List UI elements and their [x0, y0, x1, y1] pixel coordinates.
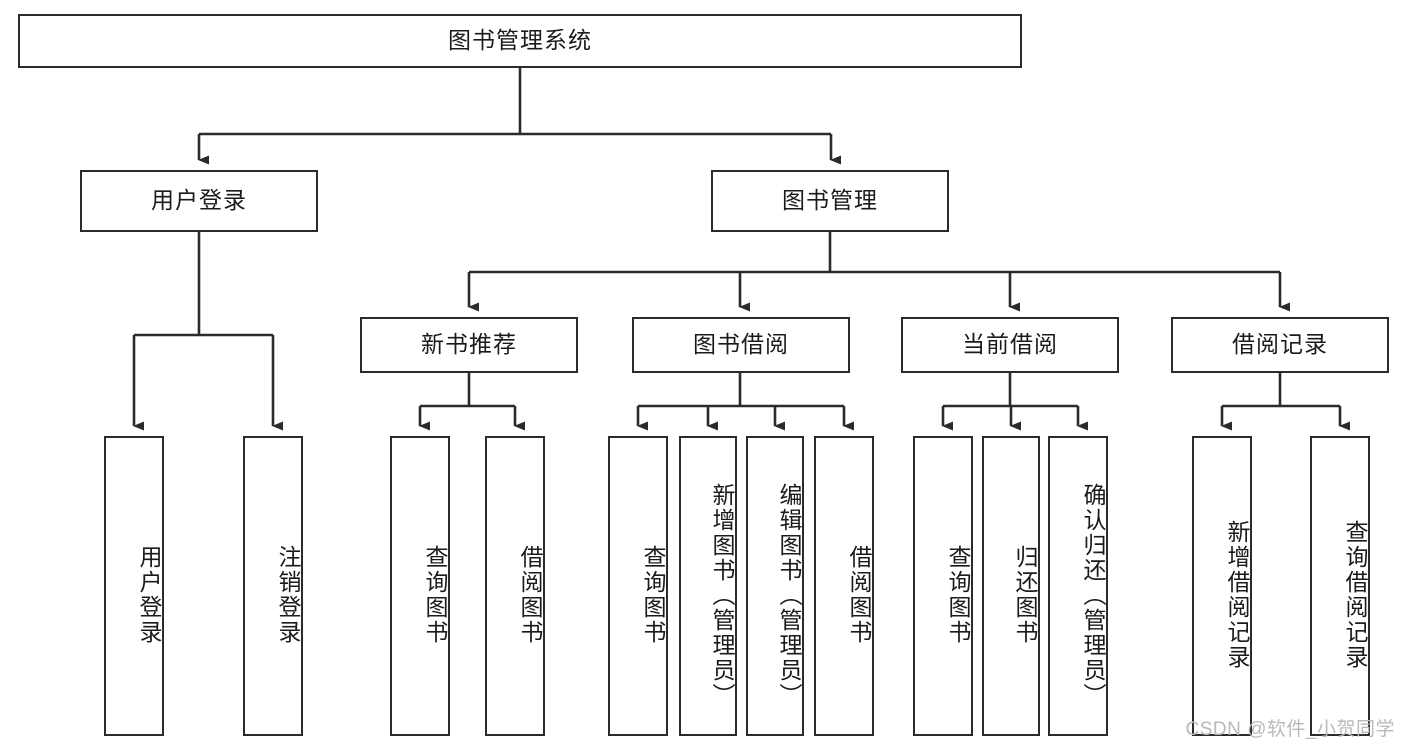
node-label: 当前借阅	[962, 331, 1058, 358]
node-label: 借阅图书	[517, 545, 543, 645]
node-label: 图书管理系统	[448, 27, 592, 54]
node-book-management[interactable]: 图书管理	[711, 170, 949, 232]
leaf-borrow-add-book-admin[interactable]: 新增图书（管理员）	[679, 436, 737, 736]
node-label: 图书借阅	[693, 331, 789, 358]
node-label: 新书推荐	[421, 331, 517, 358]
leaf-record-query-record[interactable]: 查询借阅记录	[1310, 436, 1370, 736]
node-borrow-record[interactable]: 借阅记录	[1171, 317, 1389, 373]
leaf-current-confirm-return-admin[interactable]: 确认归还（管理员）	[1048, 436, 1108, 736]
node-label: 用户登录	[136, 545, 162, 645]
watermark: CSDN @软件_小贺同学	[1185, 719, 1395, 740]
node-label: 查询借阅记录	[1342, 520, 1368, 670]
node-label: 归还图书	[1012, 545, 1038, 645]
leaf-recommend-query-book[interactable]: 查询图书	[390, 436, 450, 736]
leaf-borrow-query-book[interactable]: 查询图书	[608, 436, 668, 736]
node-label: 查询图书	[945, 545, 971, 645]
leaf-borrow-edit-book-admin[interactable]: 编辑图书（管理员）	[746, 436, 804, 736]
node-label: 新增图书（管理员）	[709, 482, 735, 708]
node-root-system[interactable]: 图书管理系统	[18, 14, 1022, 68]
node-book-borrow[interactable]: 图书借阅	[632, 317, 850, 373]
leaf-user-logout[interactable]: 注销登录	[243, 436, 303, 736]
leaf-current-return-book[interactable]: 归还图书	[982, 436, 1040, 736]
leaf-user-login[interactable]: 用户登录	[104, 436, 164, 736]
node-label: 借阅记录	[1232, 331, 1328, 358]
leaf-recommend-borrow-book[interactable]: 借阅图书	[485, 436, 545, 736]
leaf-record-add-record[interactable]: 新增借阅记录	[1192, 436, 1252, 736]
node-current-borrow[interactable]: 当前借阅	[901, 317, 1119, 373]
node-label: 新增借阅记录	[1224, 520, 1250, 670]
leaf-current-query-book[interactable]: 查询图书	[913, 436, 973, 736]
node-label: 查询图书	[422, 545, 448, 645]
node-label: 用户登录	[151, 187, 247, 214]
node-label: 确认归还（管理员）	[1080, 482, 1106, 708]
leaf-borrow-borrow-book[interactable]: 借阅图书	[814, 436, 874, 736]
node-label: 图书管理	[782, 187, 878, 214]
node-label: 查询图书	[640, 545, 666, 645]
node-label: 注销登录	[275, 545, 301, 645]
node-new-book-recommend[interactable]: 新书推荐	[360, 317, 578, 373]
node-user-login[interactable]: 用户登录	[80, 170, 318, 232]
node-label: 编辑图书（管理员）	[776, 482, 802, 708]
node-label: 借阅图书	[846, 545, 872, 645]
